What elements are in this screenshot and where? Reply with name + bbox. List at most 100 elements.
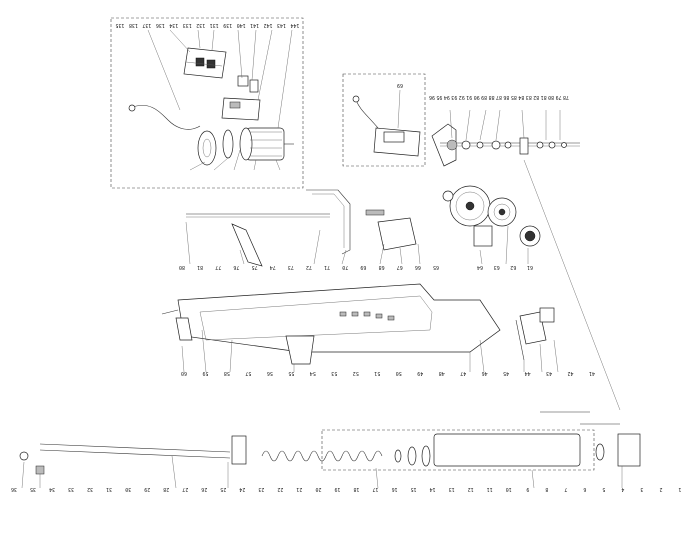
part-number-label: 1 <box>678 486 681 492</box>
part-number-label: 23 <box>258 486 264 492</box>
part-number-label: 139 <box>223 22 232 28</box>
part-number-label: 74 <box>270 264 276 270</box>
part-number-label: 7 <box>564 486 567 492</box>
part-number-label: 72 <box>306 264 312 270</box>
part-number-label: 79 <box>556 94 562 100</box>
part-number-label: 47 <box>460 370 466 376</box>
part-number-label: 11 <box>487 486 493 492</box>
part-number-label: 87 <box>496 94 502 100</box>
part-number-label: 34 <box>49 486 55 492</box>
part-number-label: 131 <box>210 22 219 28</box>
part-number-label: 31 <box>106 486 112 492</box>
part-number-label: 62 <box>510 264 516 270</box>
part-number-label: 142 <box>264 22 273 28</box>
part-number-label: 81 <box>197 264 203 270</box>
part-number-label: 69 <box>360 264 366 270</box>
part-number-label: 86 <box>503 94 509 100</box>
part-number-label: 137 <box>142 22 151 28</box>
part-number-label: 77 <box>215 264 221 270</box>
part-number-label: 93 <box>451 94 457 100</box>
part-number-label: 29 <box>144 486 150 492</box>
pulley-group <box>442 185 541 265</box>
part-number-label: 53 <box>331 370 337 376</box>
part-number-label: 14 <box>430 486 436 492</box>
part-number-label: 27 <box>182 486 188 492</box>
part-number-label: 30 <box>125 486 131 492</box>
part-number-label: 96 <box>429 94 435 100</box>
part-number-label: 22 <box>277 486 283 492</box>
part-number-label: 4 <box>621 486 624 492</box>
part-number-label: 85 <box>511 94 517 100</box>
upper-shaft-assembly <box>431 109 621 411</box>
part-number-label: 141 <box>250 22 259 28</box>
part-number-label: 33 <box>68 486 74 492</box>
part-number-label: 65 <box>433 264 439 270</box>
part-number-label: 12 <box>468 486 474 492</box>
part-number-label: 59 <box>202 370 208 376</box>
part-number-label: 18 <box>353 486 359 492</box>
part-number-label: 76 <box>233 264 239 270</box>
part-number-label: 32 <box>87 486 93 492</box>
part-number-label: 52 <box>353 370 359 376</box>
part-number-label: 60 <box>181 370 187 376</box>
part-number-label: 133 <box>183 22 192 28</box>
part-number-label: 84 <box>518 94 524 100</box>
part-number-label: 136 <box>156 22 165 28</box>
part-number-label: 67 <box>397 264 403 270</box>
part-number-label: 46 <box>482 370 488 376</box>
part-number-label: 92 <box>459 94 465 100</box>
part-number-label: 73 <box>288 264 294 270</box>
part-number-label: 28 <box>163 486 169 492</box>
upper-rod-bracket <box>185 189 421 267</box>
part-number-label: 61 <box>527 264 533 270</box>
lower-tube-assembly <box>19 411 641 489</box>
part-number-label: 90 <box>474 94 480 100</box>
part-number-label: 17 <box>372 486 378 492</box>
part-number-label: 42 <box>567 370 573 376</box>
part-number-label: 16 <box>392 486 398 492</box>
part-number-label: 3 <box>640 486 643 492</box>
part-number-label: 69 <box>397 82 403 88</box>
part-number-label: 132 <box>196 22 205 28</box>
part-number-label: 134 <box>169 22 178 28</box>
part-number-label: 68 <box>379 264 385 270</box>
part-number-label: 49 <box>417 370 423 376</box>
part-number-label: 78 <box>563 94 569 100</box>
part-number-label: 91 <box>466 94 472 100</box>
part-number-label: 82 <box>533 94 539 100</box>
part-number-label: 50 <box>396 370 402 376</box>
part-number-label: 36 <box>11 486 17 492</box>
part-number-label: 75 <box>252 264 258 270</box>
part-number-label: 88 <box>489 94 495 100</box>
part-number-label: 20 <box>315 486 321 492</box>
part-number-label: 35 <box>30 486 36 492</box>
part-number-label: 71 <box>324 264 330 270</box>
part-number-label: 94 <box>444 94 450 100</box>
part-number-label: 2 <box>659 486 662 492</box>
part-number-label: 10 <box>506 486 512 492</box>
part-number-label: 54 <box>310 370 316 376</box>
part-number-label: 9 <box>526 486 529 492</box>
display-unit-inset <box>342 73 426 167</box>
part-number-label: 5 <box>602 486 605 492</box>
part-number-label: 51 <box>374 370 380 376</box>
part-number-label: 95 <box>436 94 442 100</box>
part-number-label: 8 <box>545 486 548 492</box>
part-number-label: 83 <box>526 94 532 100</box>
part-number-label: 70 <box>342 264 348 270</box>
part-number-label: 144 <box>290 22 299 28</box>
part-number-label: 6 <box>583 486 586 492</box>
motor-assembly-inset <box>110 17 304 189</box>
part-number-label: 13 <box>449 486 455 492</box>
part-number-label: 63 <box>494 264 500 270</box>
part-number-label: 138 <box>129 22 138 28</box>
part-number-label: 19 <box>334 486 340 492</box>
labels-box-b: 69 <box>397 82 403 88</box>
part-number-label: 55 <box>288 370 294 376</box>
